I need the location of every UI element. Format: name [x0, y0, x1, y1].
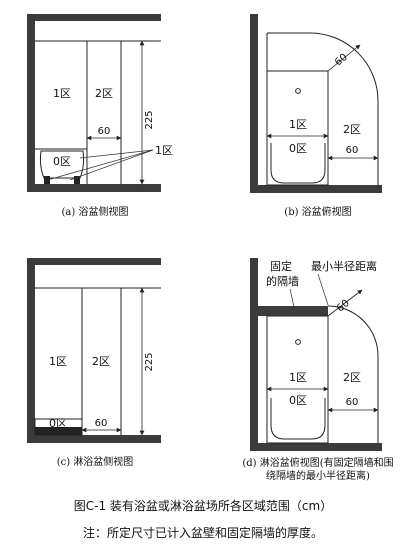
- pointer-line-1: [79, 149, 154, 159]
- pointer-line-2: [69, 149, 154, 181]
- panel-b-bathtub-top-view: 60 60 1区 0区 2区 (b) 浴盆俯视图: [250, 14, 382, 218]
- dim-label-60: 60: [95, 418, 108, 429]
- wall-bottom: [250, 443, 382, 451]
- wall-left: [27, 14, 35, 192]
- zone-2-label: 2区: [95, 87, 113, 100]
- caption-b: (b) 浴盆俯视图: [284, 205, 351, 218]
- zone-0-label: 0区: [289, 142, 307, 155]
- caption-d-line1: (d) 淋浴盆俯视图(有固定隔墙和围: [242, 456, 393, 469]
- dim-label-225: 225: [144, 352, 155, 371]
- caption-c: (c) 淋浴盆侧视图: [57, 455, 134, 468]
- shower-tray-outline: [266, 315, 329, 444]
- tub-basin-curve: [270, 143, 326, 184]
- tub-foot-right: [74, 176, 80, 184]
- zone-0-label: 0区: [53, 155, 71, 168]
- min-radius-leader: [317, 273, 329, 306]
- wall-left: [250, 14, 258, 193]
- zone-2-arc: [267, 32, 379, 185]
- tray-basin-curve: [270, 398, 326, 440]
- figure-note: 注：所定尺寸已计入盆壁和固定隔墙的厚度。: [83, 525, 323, 540]
- zone-1-label: 1区: [289, 118, 307, 131]
- zone-0-label: 0区: [289, 394, 307, 407]
- fixed-wall-label-2: 的隔墙: [266, 274, 299, 288]
- wall-left: [27, 258, 35, 443]
- dim-label-60: 60: [346, 145, 359, 156]
- dim-label-radius: 60: [333, 52, 350, 69]
- fixed-wall-leader: [289, 288, 295, 308]
- ceiling: [27, 14, 161, 21]
- ceiling: [27, 258, 161, 265]
- zone-1-label: 1区: [289, 371, 307, 384]
- dim-line-radius: [327, 289, 363, 317]
- drain-hole: [295, 339, 301, 345]
- dim-label-radius: 60: [335, 298, 352, 315]
- panel-a-bathtub-side-view: 225 60 1区 2区 0区 1区 (a) 浴盆侧视图: [27, 14, 173, 218]
- panel-c-shower-side-view: 0区 225 60 1区 2区 (c) 淋浴盆侧视图: [27, 258, 161, 468]
- pointer-line-3: [43, 149, 154, 182]
- floor: [27, 435, 161, 443]
- zone-2-label: 2区: [343, 371, 361, 384]
- wall-left: [250, 258, 258, 451]
- zone-0-label: 0区: [49, 417, 67, 430]
- min-radius-label: 最小半径距离: [311, 259, 377, 273]
- caption-a: (a) 浴盆侧视图: [62, 205, 129, 218]
- zone-1-pointer-label: 1区: [155, 144, 173, 157]
- fixed-partition-wall: [258, 306, 328, 316]
- dim-label-60: 60: [98, 126, 111, 137]
- dim-label-60: 60: [346, 397, 359, 408]
- zone-1-label: 1区: [49, 355, 67, 368]
- panel-d-shower-top-view: 60 最小半径距离 固定 的隔墙 1区 0区 2区 60 (d) 淋浴盆俯视图(…: [242, 258, 394, 482]
- zone-1-label: 1区: [53, 87, 71, 100]
- fixed-wall-label-1: 固定: [270, 259, 292, 273]
- shower-tray-base: [35, 427, 82, 435]
- dim-label-225: 225: [144, 110, 155, 129]
- zone-2-label: 2区: [343, 123, 361, 136]
- figure-title: 图C-1 装有浴盆或淋浴盆场所各区域范围（cm）: [74, 498, 332, 513]
- drain-hole: [295, 88, 301, 94]
- zone-2-label: 2区: [92, 355, 110, 368]
- floor: [27, 184, 161, 192]
- zone-2-arc: [327, 305, 379, 443]
- caption-d-line2: 绕隔墙的最小半径距离): [266, 469, 370, 482]
- dim-line-radius: [327, 44, 361, 72]
- wall-bottom: [250, 185, 382, 193]
